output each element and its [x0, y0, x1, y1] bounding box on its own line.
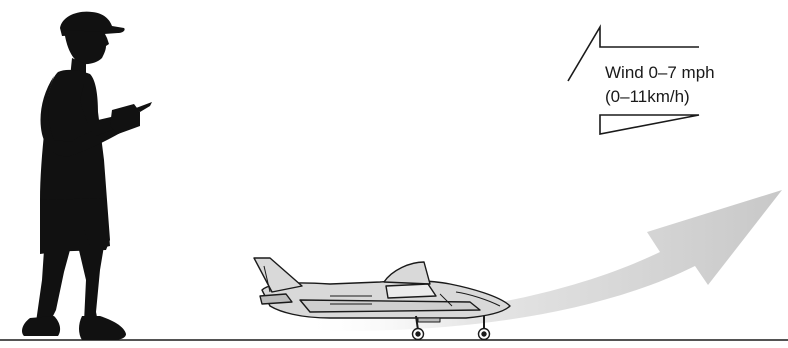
wind-speed-label: Wind 0–7 mph — [605, 63, 715, 82]
wind-speed-metric-label: (0–11km/h) — [605, 87, 690, 106]
person-with-transmitter-icon — [22, 12, 152, 340]
wind-direction-arrow-icon: Wind 0–7 mph (0–11km/h) — [568, 27, 715, 134]
